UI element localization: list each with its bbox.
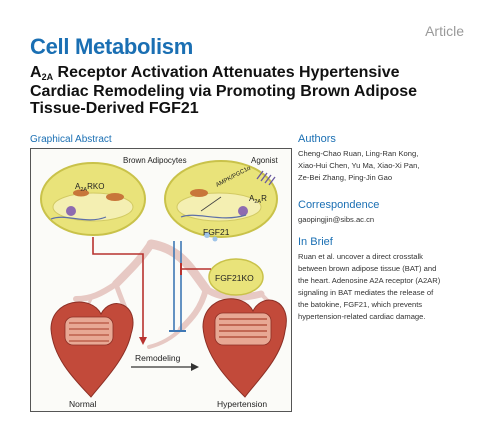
heart-normal-icon	[50, 301, 134, 398]
signaling-arrows	[92, 237, 211, 371]
title-line-2: Cardiac Remodeling via Promoting Brown A…	[30, 83, 418, 100]
nucleus-icon	[238, 206, 248, 216]
brief-line: the heart. Adenosine A2A receptor (A2AR)	[298, 276, 441, 285]
nucleus-icon	[66, 206, 76, 216]
journal-name: Cell Metabolism	[30, 34, 193, 59]
title-line-3: Tissue-Derived FGF21	[30, 100, 199, 117]
fgf21-particle-icon	[204, 232, 210, 238]
authors-line: Cheng-Chao Ruan, Ling-Ran Kong,	[298, 149, 419, 158]
article-type-tag: Article	[425, 23, 464, 39]
agonist-label: Agonist	[251, 156, 278, 165]
mitochondria-icon	[73, 189, 89, 197]
hypertension-label: Hypertension	[217, 399, 267, 409]
authors-list: Cheng-Chao Ruan, Ling-Ran Kong, Xiao-Hui…	[298, 148, 476, 184]
fgf21-label: FGF21	[203, 227, 230, 237]
in-brief-heading: In Brief	[298, 236, 333, 248]
brief-line: signaling in BAT mediates the release of	[298, 288, 434, 297]
graphical-abstract-svg: A2ARKO AMPK/PGC1α A2AR FGF21 Brown Adipo…	[40, 156, 287, 409]
article-title: A2A Receptor Activation Attenuates Hyper…	[30, 64, 470, 117]
a2ar-label: A2AR	[249, 194, 267, 205]
authors-line: Xiao-Hui Chen, Yu Ma, Xiao-Xi Pan,	[298, 161, 420, 170]
title-subscript: 2A	[41, 72, 54, 82]
graphical-abstract-figure: A2ARKO AMPK/PGC1α A2AR FGF21 Brown Adipo…	[30, 148, 292, 412]
correspondence-email[interactable]: gaopingjin@sibs.ac.cn	[298, 215, 375, 224]
mitochondria-icon	[106, 193, 124, 201]
brief-line: between brown adipose tissue (BAT) and	[298, 264, 437, 273]
correspondence-heading: Correspondence	[298, 199, 380, 211]
fgf21ko-label: FGF21KO	[215, 273, 254, 283]
title-line-1: A2A Receptor Activation Attenuates Hyper…	[30, 64, 470, 83]
brief-line: hypertension-related cardiac damage.	[298, 312, 426, 321]
title-text: A	[30, 64, 42, 81]
adipocyte-a2ar-activated	[164, 160, 278, 242]
receptor-icon	[256, 170, 276, 186]
title-text: Receptor Activation Attenuates Hypertens…	[53, 64, 400, 81]
fgf21-particle-icon	[212, 236, 218, 242]
normal-label: Normal	[69, 399, 97, 409]
adipocyte-fgf21ko	[208, 258, 264, 296]
in-brief-text: Ruan et al. uncover a direct crosstalk b…	[298, 251, 476, 323]
mitochondria-icon	[190, 189, 208, 197]
adipocyte-a2arko	[40, 162, 146, 236]
a2arko-label: A2ARKO	[75, 182, 104, 193]
authors-heading: Authors	[298, 133, 336, 145]
brown-adipocytes-label: Brown Adipocytes	[123, 156, 187, 165]
graphical-abstract-heading: Graphical Abstract	[30, 134, 112, 145]
brief-line: Ruan et al. uncover a direct crosstalk	[298, 252, 423, 261]
remodeling-label: Remodeling	[135, 353, 181, 363]
brief-line: the batokine, FGF21, which prevents	[298, 300, 423, 309]
vessel-tree	[73, 239, 283, 349]
heart-hypertension-icon	[202, 298, 287, 398]
authors-line: Ze-Bei Zhang, Ping-Jin Gao	[298, 173, 393, 182]
